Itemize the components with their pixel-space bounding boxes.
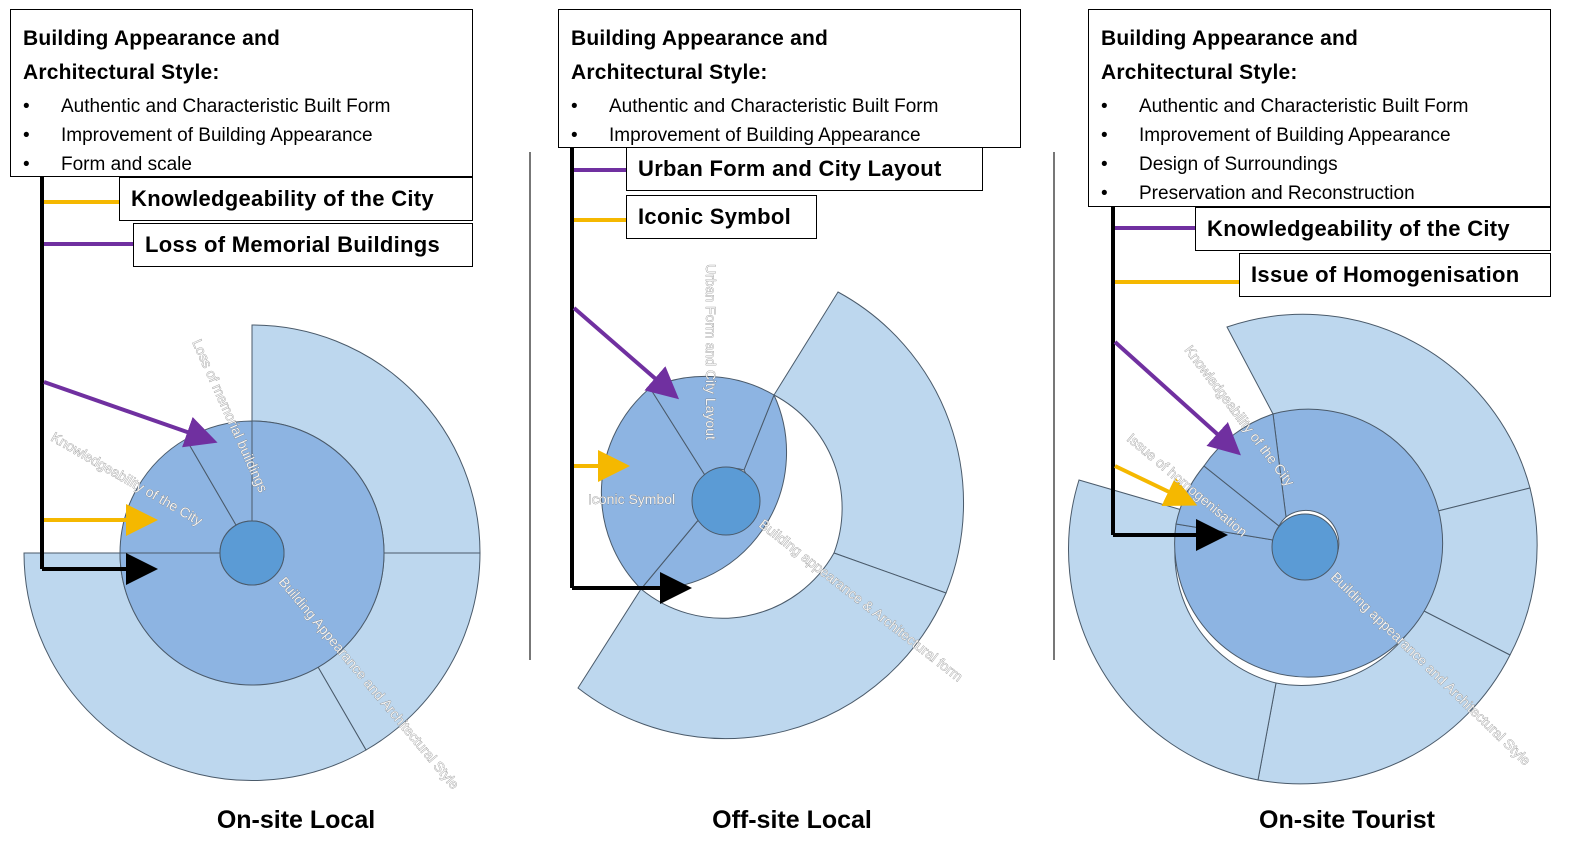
bullet-item: Form and scale (11, 150, 472, 179)
connectors-onsite-tourist (1111, 205, 1241, 551)
header-title: Building Appearance and Architectural St… (571, 27, 829, 84)
segment-label-urban: Urban Form and City Layout (703, 264, 719, 440)
header-box-onsite-tourist: Building Appearance and Architectural St… (1088, 9, 1551, 208)
outer-segment (1257, 609, 1511, 785)
bullet-item: Authentic and Characteristic Built Form (11, 92, 472, 121)
sunburst-onsite-tourist (1068, 313, 1538, 785)
center-node (219, 520, 285, 586)
divider-right (1053, 152, 1055, 660)
connectors-onsite-local (40, 175, 218, 585)
header-title: Building Appearance and Architectural St… (1101, 27, 1359, 84)
tag-urban-form: Urban Form and City Layout (626, 147, 983, 191)
header-box-onsite-local: Building Appearance and Architectural St… (10, 9, 473, 179)
tag-loss-memorial: Loss of Memorial Buildings (133, 223, 473, 267)
tag-homogenisation: Issue of Homogenisation (1239, 253, 1551, 297)
center-node (691, 466, 761, 536)
sunburst-onsite-local (23, 324, 481, 781)
outer-segment (773, 291, 964, 594)
bullet-item: Improvement of Building Appearance (1089, 121, 1550, 150)
segment-label-iconic: Iconic Symbol (588, 491, 675, 507)
tag-knowledgeability: Knowledgeability of the City (119, 177, 473, 221)
bullet-list: Authentic and Characteristic Built Form … (11, 92, 472, 179)
caption-onsite-local: On-site Local (216, 806, 376, 834)
bullet-list: Authentic and Characteristic Built Form … (559, 92, 1020, 150)
bullet-item: Improvement of Building Appearance (559, 121, 1020, 150)
bullet-item: Authentic and Characteristic Built Form (559, 92, 1020, 121)
bullet-item: Improvement of Building Appearance (11, 121, 472, 150)
bullet-item: Design of Surroundings (1089, 150, 1550, 179)
sunburst-offsite-local (577, 291, 964, 740)
caption-offsite-local: Off-site Local (712, 806, 872, 834)
bullet-item: Authentic and Characteristic Built Form (1089, 92, 1550, 121)
tag-knowledgeability: Knowledgeability of the City (1195, 207, 1551, 251)
header-title: Building Appearance and Architectural St… (23, 27, 281, 84)
bullet-item: Preservation and Reconstruction (1089, 179, 1550, 208)
outer-segment (1068, 479, 1277, 781)
caption-onsite-tourist: On-site Tourist (1259, 806, 1435, 834)
header-box-offsite-local: Building Appearance and Architectural St… (558, 9, 1021, 150)
divider-left (529, 152, 531, 660)
connectors-offsite-local (570, 146, 692, 604)
tag-iconic-symbol: Iconic Symbol (626, 195, 817, 239)
outer-segment (577, 552, 947, 740)
center-node (1271, 513, 1339, 581)
bullet-list: Authentic and Characteristic Built Form … (1089, 92, 1550, 208)
